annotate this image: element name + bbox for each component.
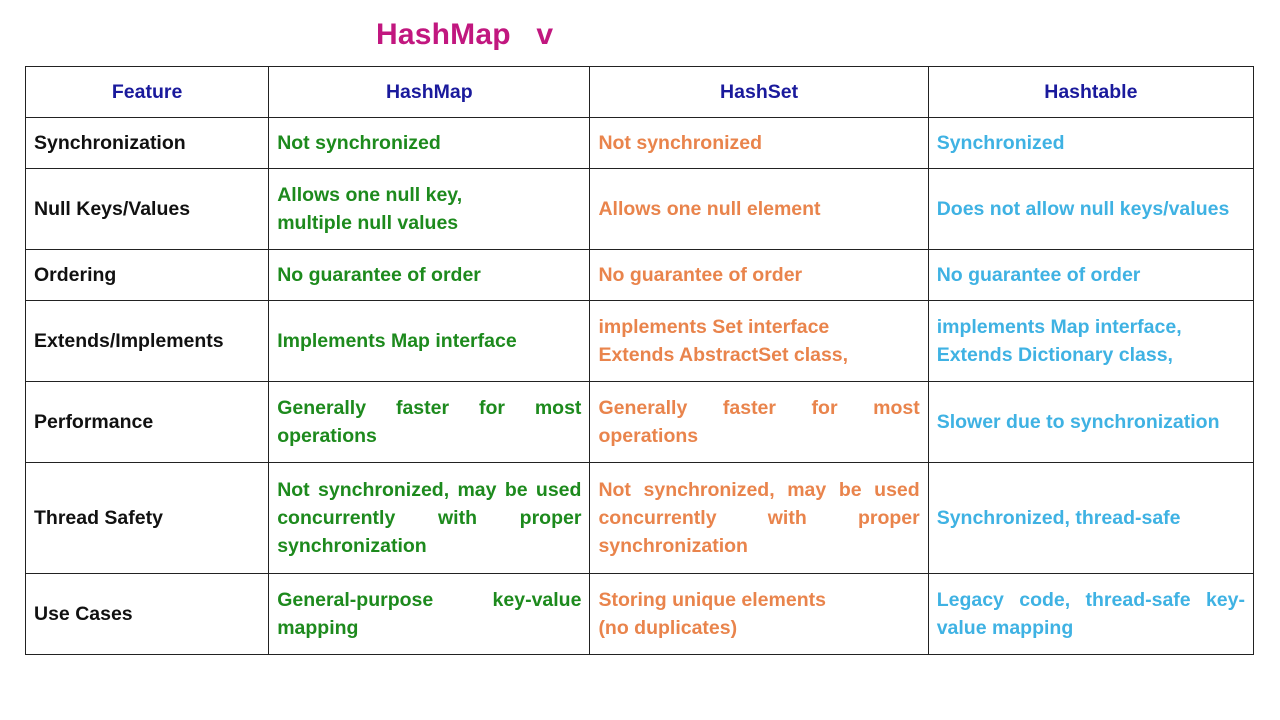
table-row: Thread Safety Not synchronized, may be u…	[24, 462, 1255, 574]
comparison-table: Feature HashMap HashSet Hashtable Synchr…	[24, 66, 1255, 655]
feature-cell: Performance	[24, 381, 270, 463]
hashset-cell: Generally faster for most operations	[589, 381, 929, 463]
hashset-cell: Allows one null element	[589, 168, 929, 250]
table-row: Performance Generally faster for most op…	[24, 381, 1255, 463]
feature-cell: Extends/Implements	[24, 300, 270, 382]
table-row: Use Cases General-purpose key-value mapp…	[24, 573, 1255, 655]
hashtable-cell: Slower due to synchronization	[927, 381, 1255, 463]
table-row: Synchronization Not synchronized Not syn…	[24, 117, 1255, 169]
hashmap-cell: Not synchronized	[268, 117, 591, 169]
hashset-cell: Not synchronized, may be used concurrent…	[589, 462, 929, 574]
header-feature: Feature	[24, 66, 270, 118]
hashset-cell: No guarantee of order	[589, 249, 929, 301]
hashset-cell: implements Set interface Extends Abstrac…	[589, 300, 929, 382]
hashmap-cell: No guarantee of order	[268, 249, 591, 301]
hashmap-cell: Generally faster for most operations	[268, 381, 591, 463]
feature-cell: Synchronization	[24, 117, 270, 169]
feature-cell: Null Keys/Values	[24, 168, 270, 250]
feature-cell: Thread Safety	[24, 462, 270, 574]
hashtable-cell: No guarantee of order	[927, 249, 1255, 301]
hashtable-cell: Synchronized	[927, 117, 1255, 169]
header-hashtable: Hashtable	[927, 66, 1255, 118]
header-hashset: HashSet	[589, 66, 929, 118]
hashtable-cell: Legacy code, thread-safe key-value mappi…	[927, 573, 1255, 655]
hashtable-cell: Does not allow null keys/values	[927, 168, 1255, 250]
table-row: Ordering No guarantee of order No guaran…	[24, 249, 1255, 301]
feature-cell: Use Cases	[24, 573, 270, 655]
header-hashmap: HashMap	[268, 66, 591, 118]
hashmap-cell: Not synchronized, may be used concurrent…	[268, 462, 591, 574]
hashset-cell: Not synchronized	[589, 117, 929, 169]
slide-title: HashMap v	[376, 18, 554, 51]
hashtable-cell: Synchronized, thread-safe	[927, 462, 1255, 574]
feature-cell: Ordering	[24, 249, 270, 301]
hashtable-cell: implements Map interface, Extends Dictio…	[927, 300, 1255, 382]
hashmap-cell: Implements Map interface	[268, 300, 591, 382]
hashset-cell: Storing unique elements (no duplicates)	[589, 573, 929, 655]
hashmap-cell: Allows one null key, multiple null value…	[268, 168, 591, 250]
table-row: Null Keys/Values Allows one null key, mu…	[24, 168, 1255, 250]
table-row: Extends/Implements Implements Map interf…	[24, 300, 1255, 382]
header-row: Feature HashMap HashSet Hashtable	[24, 66, 1255, 118]
hashmap-cell: General-purpose key-value mapping	[268, 573, 591, 655]
